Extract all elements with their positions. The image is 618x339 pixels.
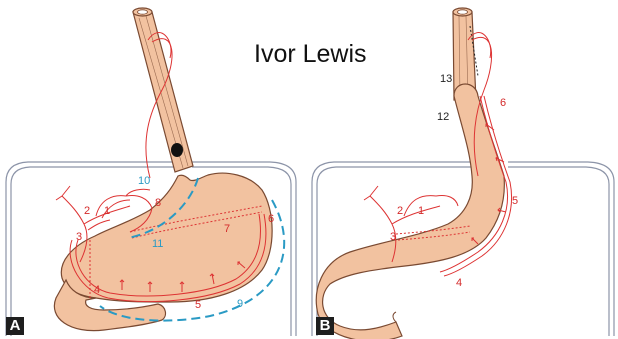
label-a-6: 6: [268, 213, 274, 225]
label-b-13: 13: [440, 73, 452, 85]
label-a-8: 8: [155, 197, 161, 209]
gastric-conduit-b: [316, 84, 504, 339]
panel-a-tag: A: [6, 317, 24, 335]
label-a-7: 7: [224, 223, 230, 235]
label-a-4: 4: [94, 284, 100, 296]
panel-b-tag: B: [316, 317, 334, 335]
label-a-9: 9: [237, 298, 243, 310]
label-a-11: 11: [152, 238, 163, 250]
panel-a: [6, 8, 296, 336]
label-b-1: 1: [418, 205, 424, 217]
label-b-3: 3: [390, 231, 396, 243]
label-a-10: 10: [138, 175, 150, 187]
label-a-5: 5: [195, 299, 201, 311]
label-a-3: 3: [76, 231, 82, 243]
label-a-2: 2: [84, 205, 90, 217]
label-b-12: 12: [437, 111, 449, 123]
label-b-5: 5: [512, 195, 518, 207]
label-b-2: 2: [397, 205, 403, 217]
label-b-4: 4: [456, 277, 462, 289]
tumor-marker: [171, 143, 183, 157]
stomach-a: [61, 173, 272, 302]
label-a-1: 1: [104, 205, 110, 217]
figure-title: Ivor Lewis: [254, 40, 367, 69]
label-b-6: 6: [500, 97, 506, 109]
esophagus-a: [133, 12, 193, 172]
